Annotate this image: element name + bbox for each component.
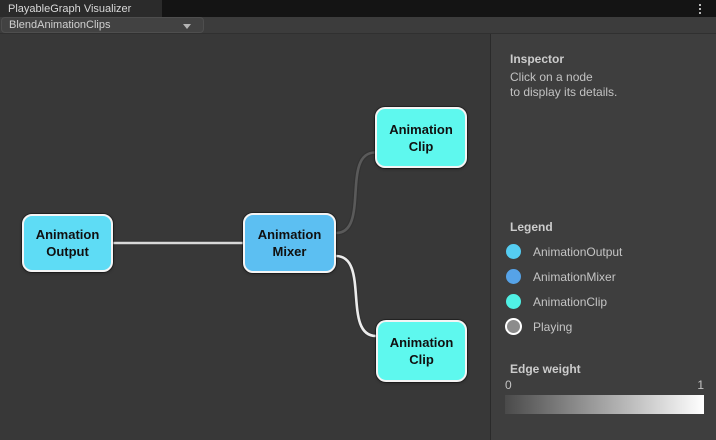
legend-label: Playing: [533, 319, 573, 334]
tab-playablegraph-visualizer[interactable]: PlayableGraph Visualizer: [0, 0, 162, 17]
legend-color-dot: [506, 294, 521, 309]
graph-node-label-line: Animation: [257, 227, 322, 242]
inspector-hint-line1: Click on a node: [510, 70, 593, 84]
graph-edges-layer: [111, 150, 378, 339]
tab-title: PlayableGraph Visualizer: [8, 2, 132, 15]
graph-edge-animation-mixer-to-animation-clip-top: [334, 151, 377, 235]
edge-weight-title: Edge weight: [510, 362, 581, 376]
toolbar: BlendAnimationClips: [0, 17, 716, 34]
legend-color-dot: [506, 269, 521, 284]
edge-weight-gradient-bar: [505, 395, 704, 414]
inspector-hint-line2: to display its details.: [510, 85, 618, 99]
graph-edge-animation-mixer-to-animation-clip-bottom: [334, 254, 378, 338]
legend-label: AnimationOutput: [533, 244, 623, 259]
inspector-panel: Inspector Click on a node to display its…: [490, 34, 716, 440]
inspector-title: Inspector: [510, 52, 565, 66]
tab-bar: PlayableGraph Visualizer: [0, 0, 716, 17]
edge-weight-min: 0: [505, 378, 512, 392]
graph-selector-dropdown[interactable]: BlendAnimationClips: [1, 17, 204, 33]
legend-color-dot: [505, 318, 522, 335]
legend-label: AnimationClip: [533, 294, 608, 309]
legend-item-animationmixer: AnimationMixer: [506, 264, 706, 289]
legend-item-animationoutput: AnimationOutput: [506, 239, 706, 264]
legend-color-dot: [506, 244, 521, 259]
graph-node-label-line: Animation: [389, 335, 454, 350]
graph-node-label-line: Animation: [389, 121, 453, 137]
graph-node-label-line: Clip: [408, 138, 434, 154]
inspector-hint: Click on a node to display its details.: [510, 70, 617, 100]
edge-weight-max: 1: [697, 378, 704, 392]
legend-item-animationclip: AnimationClip: [506, 289, 706, 314]
legend-item-playing: Playing: [505, 314, 706, 339]
chevron-down-icon: [183, 24, 191, 29]
graph-node-label-line: Animation: [35, 227, 100, 242]
legend-title: Legend: [510, 220, 553, 234]
graph-selector-value: BlendAnimationClips: [9, 19, 111, 31]
graph-node-label-line: Clip: [409, 352, 434, 367]
graph-node-label-line: Output: [46, 244, 89, 259]
graph-node-label-line: Mixer: [272, 244, 307, 259]
legend-label: AnimationMixer: [533, 269, 616, 284]
edge-weight-scale-labels: 0 1: [505, 378, 704, 392]
kebab-menu-icon[interactable]: [694, 2, 706, 16]
